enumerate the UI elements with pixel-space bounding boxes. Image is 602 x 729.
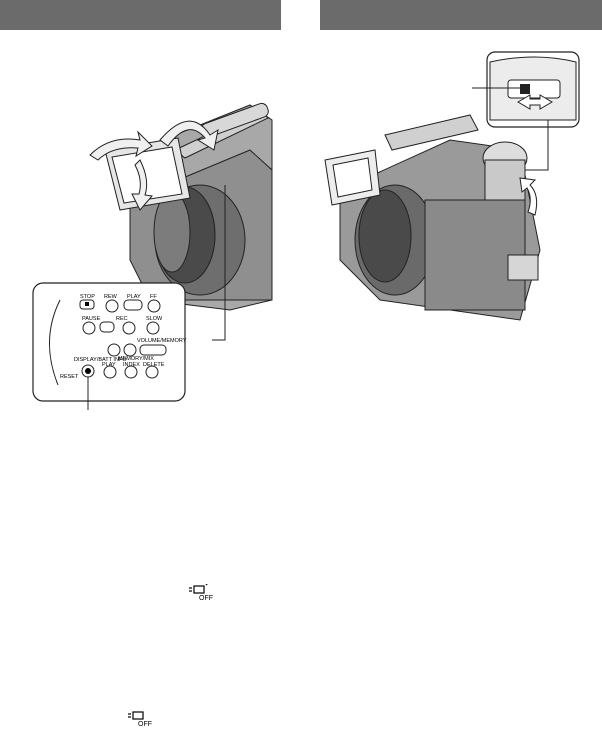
rotate-arrows [89, 120, 219, 211]
svg-text:OFF: OFF [199, 595, 213, 602]
stop-label: STOP [80, 294, 95, 300]
camcorder-viewfinder-illustration [324, 51, 580, 321]
index-label: INDEX [123, 362, 140, 368]
svg-text:OFF: OFF [138, 721, 152, 728]
play-label: PLAY [127, 294, 141, 300]
play-label-2: PLAY [102, 362, 116, 368]
left-section-header-bar [0, 0, 281, 30]
right-section-header-bar [320, 0, 602, 30]
camcorder-lcd-illustration: STOP REW PLAY FF PAUSE REC SLOW VOLUME/M… [32, 102, 273, 410]
display-batt-info-label: DISPLAY/BATT INFO [74, 357, 127, 363]
lcd-panel [104, 137, 191, 211]
memory-mix-label: MEMORY/MIX [118, 356, 154, 362]
viewfinder-lever-inset [472, 51, 580, 171]
pause-label: PAUSE [82, 316, 101, 322]
rew-label: REW [104, 294, 118, 300]
delete-label: DELETE [143, 362, 165, 368]
rec-label: REC [116, 316, 128, 322]
control-panel-inset: STOP REW PLAY FF PAUSE REC SLOW VOLUME/M… [32, 282, 187, 410]
reset-label: RESET [60, 374, 79, 380]
ff-label: FF [150, 294, 157, 300]
volume-memory-label: VOLUME/MEMORY [137, 338, 187, 344]
lcd-backlight-off-icon-2: OFF [128, 711, 152, 728]
slow-label: SLOW [146, 316, 163, 322]
lcd-backlight-off-icon: OFF [189, 584, 213, 602]
